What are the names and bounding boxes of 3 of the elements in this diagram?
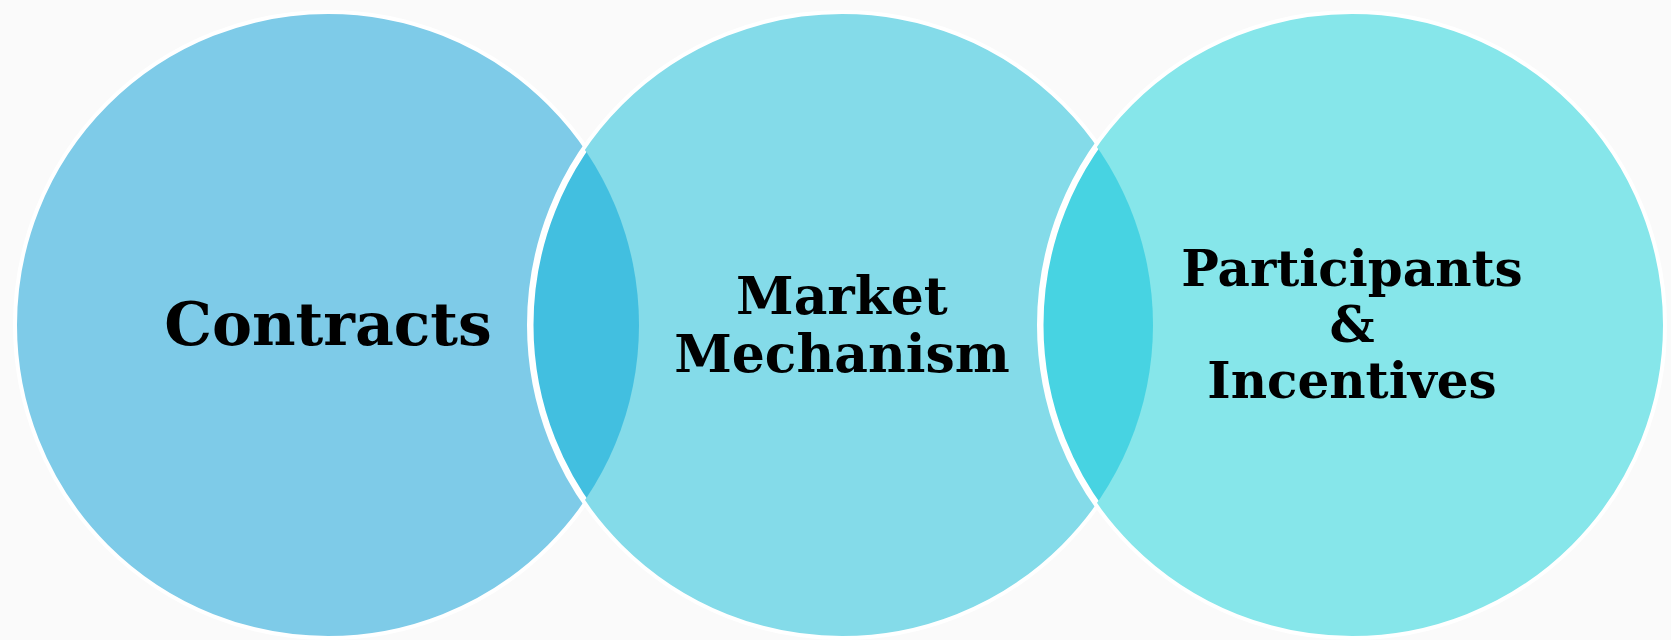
circle-label: Participants & Incentives	[1181, 241, 1523, 409]
circle-label: Contracts	[164, 291, 492, 359]
circle-label: Market Mechanism	[674, 266, 1010, 384]
